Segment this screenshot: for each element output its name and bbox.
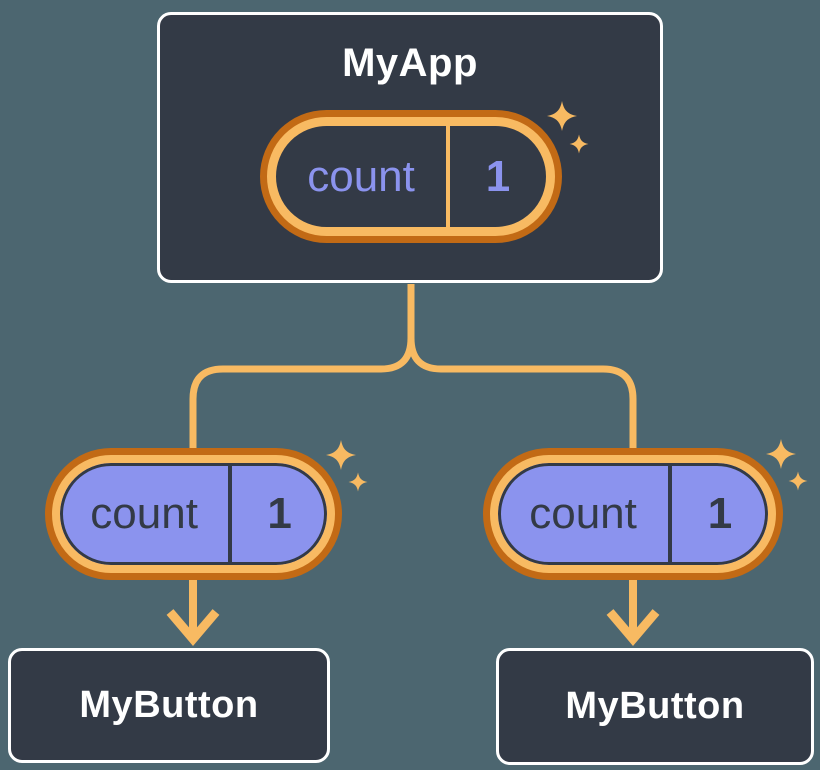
prop-value: 1	[707, 489, 733, 538]
child-component-title: MyButton	[565, 685, 745, 727]
prop-name: count	[90, 489, 198, 538]
child-component-node-right: MyButton	[496, 648, 814, 765]
connector-branch-right	[407, 284, 637, 455]
pill-divider	[668, 463, 673, 565]
pill-divider	[228, 463, 233, 565]
prop-pill-left: count 1	[52, 455, 335, 573]
prop-pill-right: count 1	[490, 455, 776, 573]
state-value: 1	[485, 151, 511, 201]
arrow-down-icon	[606, 609, 660, 646]
pill-divider	[446, 126, 451, 227]
child-component-node-left: MyButton	[8, 648, 330, 763]
state-pill: count 1	[267, 117, 555, 236]
prop-name: count	[529, 489, 637, 538]
child-component-title: MyButton	[79, 684, 259, 726]
state-name: count	[307, 151, 415, 201]
prop-value: 1	[267, 489, 292, 538]
arrow-down-icon	[166, 609, 220, 646]
connector-branch-left	[189, 284, 415, 455]
root-component-title: MyApp	[342, 41, 478, 85]
